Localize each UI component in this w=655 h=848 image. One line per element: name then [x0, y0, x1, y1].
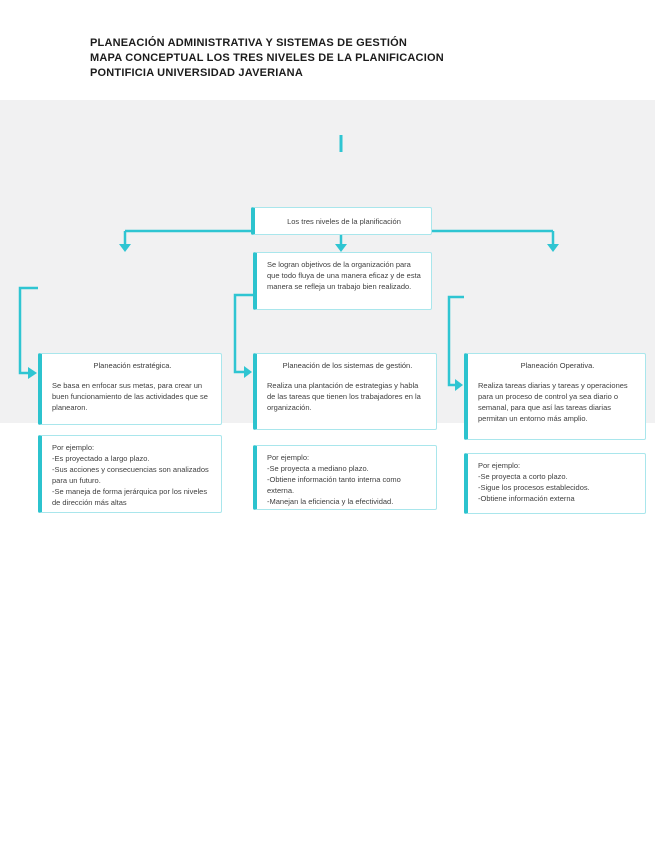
- root-node: Los tres niveles de la planificación: [251, 207, 432, 235]
- intro-node: Se logran objetivos de la organización p…: [253, 252, 432, 310]
- connector-elbow-left: [18, 286, 38, 375]
- branch-node-title: Planeación estratégica.: [93, 361, 172, 370]
- arrowhead-right-right-branch: [455, 379, 463, 391]
- document-title-line-1: PLANEACIÓN ADMINISTRATIVA Y SISTEMAS DE …: [90, 37, 408, 49]
- connector-elbow-right: [447, 295, 464, 387]
- branch-node-title: Planeación de los sistemas de gestión.: [282, 361, 413, 370]
- example-node-sistemas: Por ejemplo: -Se proyecta a mediano plaz…: [253, 445, 437, 510]
- branch-node-body: Realiza tareas diarias y tareas y operac…: [478, 381, 628, 423]
- branch-node-estrategica: Planeación estratégica. Se basa en enfoc…: [38, 353, 222, 425]
- intro-node-text: Se logran objetivos de la organización p…: [267, 260, 421, 291]
- arrowhead-down-center: [335, 244, 347, 252]
- document-title-line-2: MAPA CONCEPTUAL LOS TRES NIVELES DE LA P…: [90, 52, 444, 64]
- arrowhead-down-left: [119, 244, 131, 252]
- branch-node-body: Realiza una plantación de estrategias y …: [267, 381, 421, 412]
- connector-elbow-center: [233, 293, 253, 374]
- example-node-text: Por ejemplo: -Se proyecta a mediano plaz…: [267, 453, 401, 506]
- example-node-text: Por ejemplo: -Se proyecta a corto plazo.…: [478, 461, 590, 503]
- arrowhead-right-center-branch: [244, 366, 252, 378]
- document-title-line-3: PONTIFICIA UNIVERSIDAD JAVERIANA: [90, 67, 303, 79]
- branch-node-operativa: Planeación Operativa. Realiza tareas dia…: [464, 353, 646, 440]
- concept-map: Los tres niveles de la planificación Se …: [0, 100, 655, 514]
- example-node-operativa: Por ejemplo: -Se proyecta a corto plazo.…: [464, 453, 646, 514]
- example-node-estrategica: Por ejemplo: -Es proyectado a largo plaz…: [38, 435, 222, 513]
- arrowhead-right-left-branch: [28, 367, 37, 379]
- root-node-label: Los tres niveles de la planificación: [287, 217, 401, 226]
- branch-node-sistemas: Planeación de los sistemas de gestión. R…: [253, 353, 437, 430]
- arrowhead-down-right: [547, 244, 559, 252]
- example-node-text: Por ejemplo: -Es proyectado a largo plaz…: [52, 443, 209, 507]
- document-title: PLANEACIÓN ADMINISTRATIVA Y SISTEMAS DE …: [90, 36, 610, 81]
- branch-node-title: Planeación Operativa.: [520, 361, 595, 370]
- branch-node-body: Se basa en enfocar sus metas, para crear…: [52, 381, 208, 412]
